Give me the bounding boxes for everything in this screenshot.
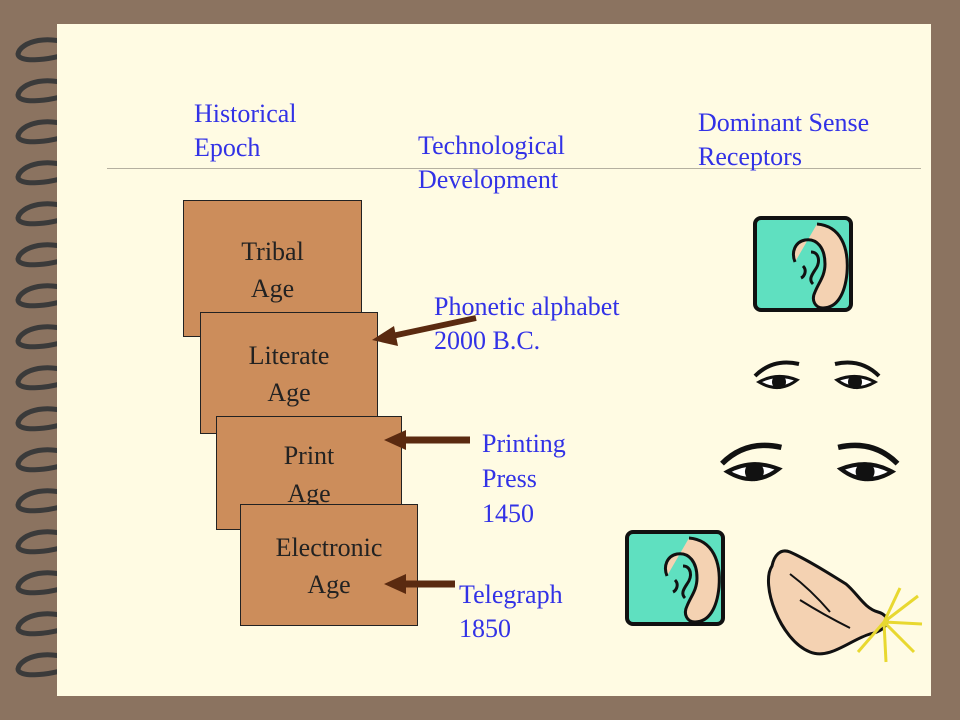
age-label: Age: [307, 570, 351, 599]
ear-icon: [625, 530, 725, 626]
development-line: Phonetic alphabet: [434, 292, 620, 321]
hand-icon: [766, 549, 923, 663]
heading-line: Historical: [194, 99, 297, 128]
ear-icon: [753, 216, 853, 312]
development-phonetic-alphabet: Phonetic alphabet 2000 B.C.: [434, 290, 620, 358]
age-label: Age: [250, 274, 295, 303]
arrow-to-electronic: [384, 574, 455, 594]
development-printing-press: Printing Press 1450: [482, 426, 566, 531]
age-label: Tribal: [241, 237, 304, 266]
heading-line: Dominant Sense: [698, 108, 870, 137]
eyes-icon: [722, 445, 898, 481]
development-line: Telegraph: [459, 580, 563, 609]
age-label: Age: [267, 378, 311, 407]
age-label: Electronic: [275, 533, 383, 562]
heading-line: Development: [418, 165, 559, 194]
development-line: Printing: [482, 429, 566, 458]
development-line: 2000 B.C.: [434, 326, 541, 355]
heading-line: Receptors: [698, 142, 802, 171]
heading-dominant-sense: Dominant Sense Receptors: [698, 106, 869, 174]
age-label: Literate: [248, 341, 330, 370]
eyes-icon: [753, 360, 881, 391]
header-rule: [107, 168, 921, 169]
age-box-literate: Literate Age: [200, 312, 378, 434]
arrow-to-literate: [372, 315, 477, 346]
heading-line: Epoch: [194, 133, 261, 162]
development-telegraph: Telegraph 1850: [459, 578, 563, 646]
age-box-electronic: Electronic Age: [240, 504, 418, 626]
development-line: Press: [482, 464, 537, 493]
heading-technological-development: Technological Development: [418, 129, 565, 197]
development-line: 1850: [459, 614, 511, 643]
arrow-to-print: [384, 430, 470, 450]
age-label: Age: [287, 479, 331, 508]
age-label: Print: [283, 441, 335, 470]
heading-line: Technological: [418, 131, 565, 160]
heading-historical-epoch: Historical Epoch: [194, 97, 297, 165]
development-line: 1450: [482, 499, 534, 528]
